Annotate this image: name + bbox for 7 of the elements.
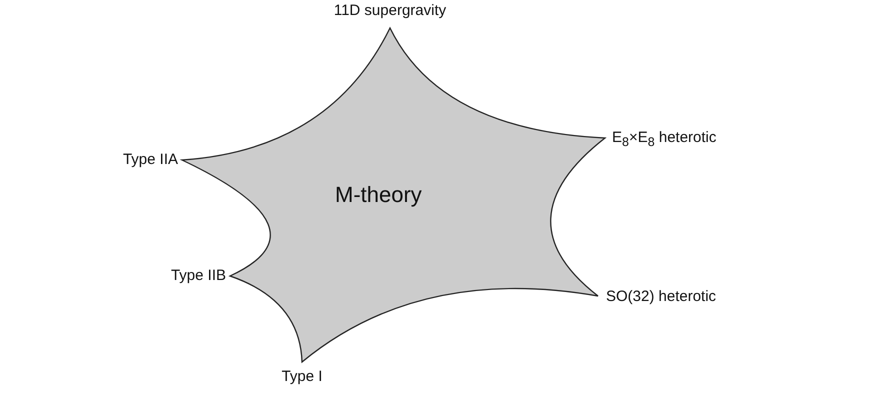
node-title: M-theory xyxy=(335,182,422,208)
theory-label: SO(32) heterotic xyxy=(606,288,716,305)
theory-label: E$_{8}$×E$_{8}$ heterotic xyxy=(612,129,716,149)
theory-label: Type IIA xyxy=(122,151,178,168)
theory-label: 11D supergravity xyxy=(334,2,446,19)
theory-label: Type I xyxy=(282,368,322,385)
theory-label: Type IIB xyxy=(170,267,226,284)
